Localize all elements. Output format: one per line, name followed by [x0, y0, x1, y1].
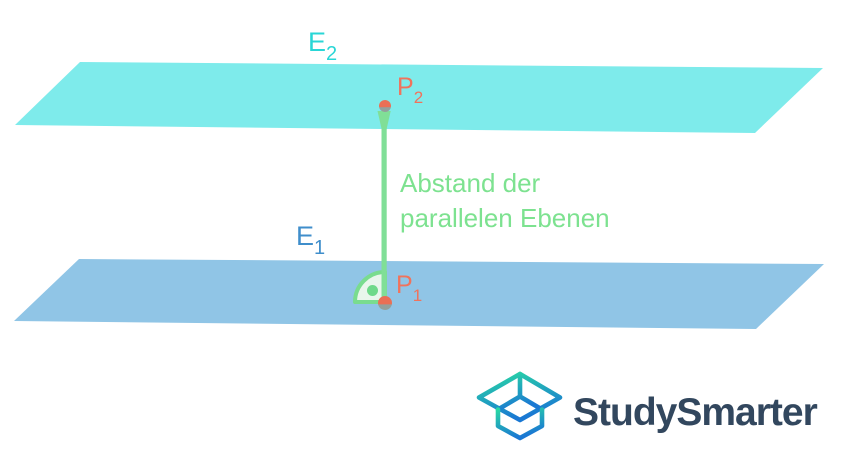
label-e2-subscript: 2: [326, 43, 338, 65]
point-p1-dot: [378, 296, 392, 310]
studysmarter-logo: StudySmarter: [470, 368, 842, 452]
label-p2: P2: [397, 73, 423, 107]
distance-annotation-line2: parallelen Ebenen: [400, 203, 610, 233]
distance-annotation-line1: Abstand der: [400, 168, 541, 198]
point-p2-dot: [379, 100, 391, 112]
label-e1: E1: [296, 221, 325, 259]
studysmarter-wordmark: StudySmarter: [573, 391, 818, 434]
plane-e2: [15, 62, 823, 133]
label-p1-letter: P: [396, 271, 413, 299]
label-p1: P1: [396, 271, 422, 305]
angle-marker-dot: [367, 285, 378, 296]
studysmarter-box-icon: [476, 371, 563, 441]
label-p1-subscript: 1: [412, 286, 423, 305]
distance-annotation: Abstand der parallelen Ebenen: [400, 166, 610, 236]
label-e1-letter: E: [296, 221, 315, 251]
distance-arrow-shaft: [381, 126, 387, 301]
plane-e1: [14, 259, 824, 329]
label-e2-letter: E: [308, 27, 327, 57]
label-p2-subscript: 2: [413, 88, 424, 107]
label-e1-subscript: 1: [314, 237, 326, 259]
label-p2-letter: P: [397, 73, 414, 101]
label-e2: E2: [308, 27, 337, 65]
distance-arrow-head: [377, 111, 391, 130]
